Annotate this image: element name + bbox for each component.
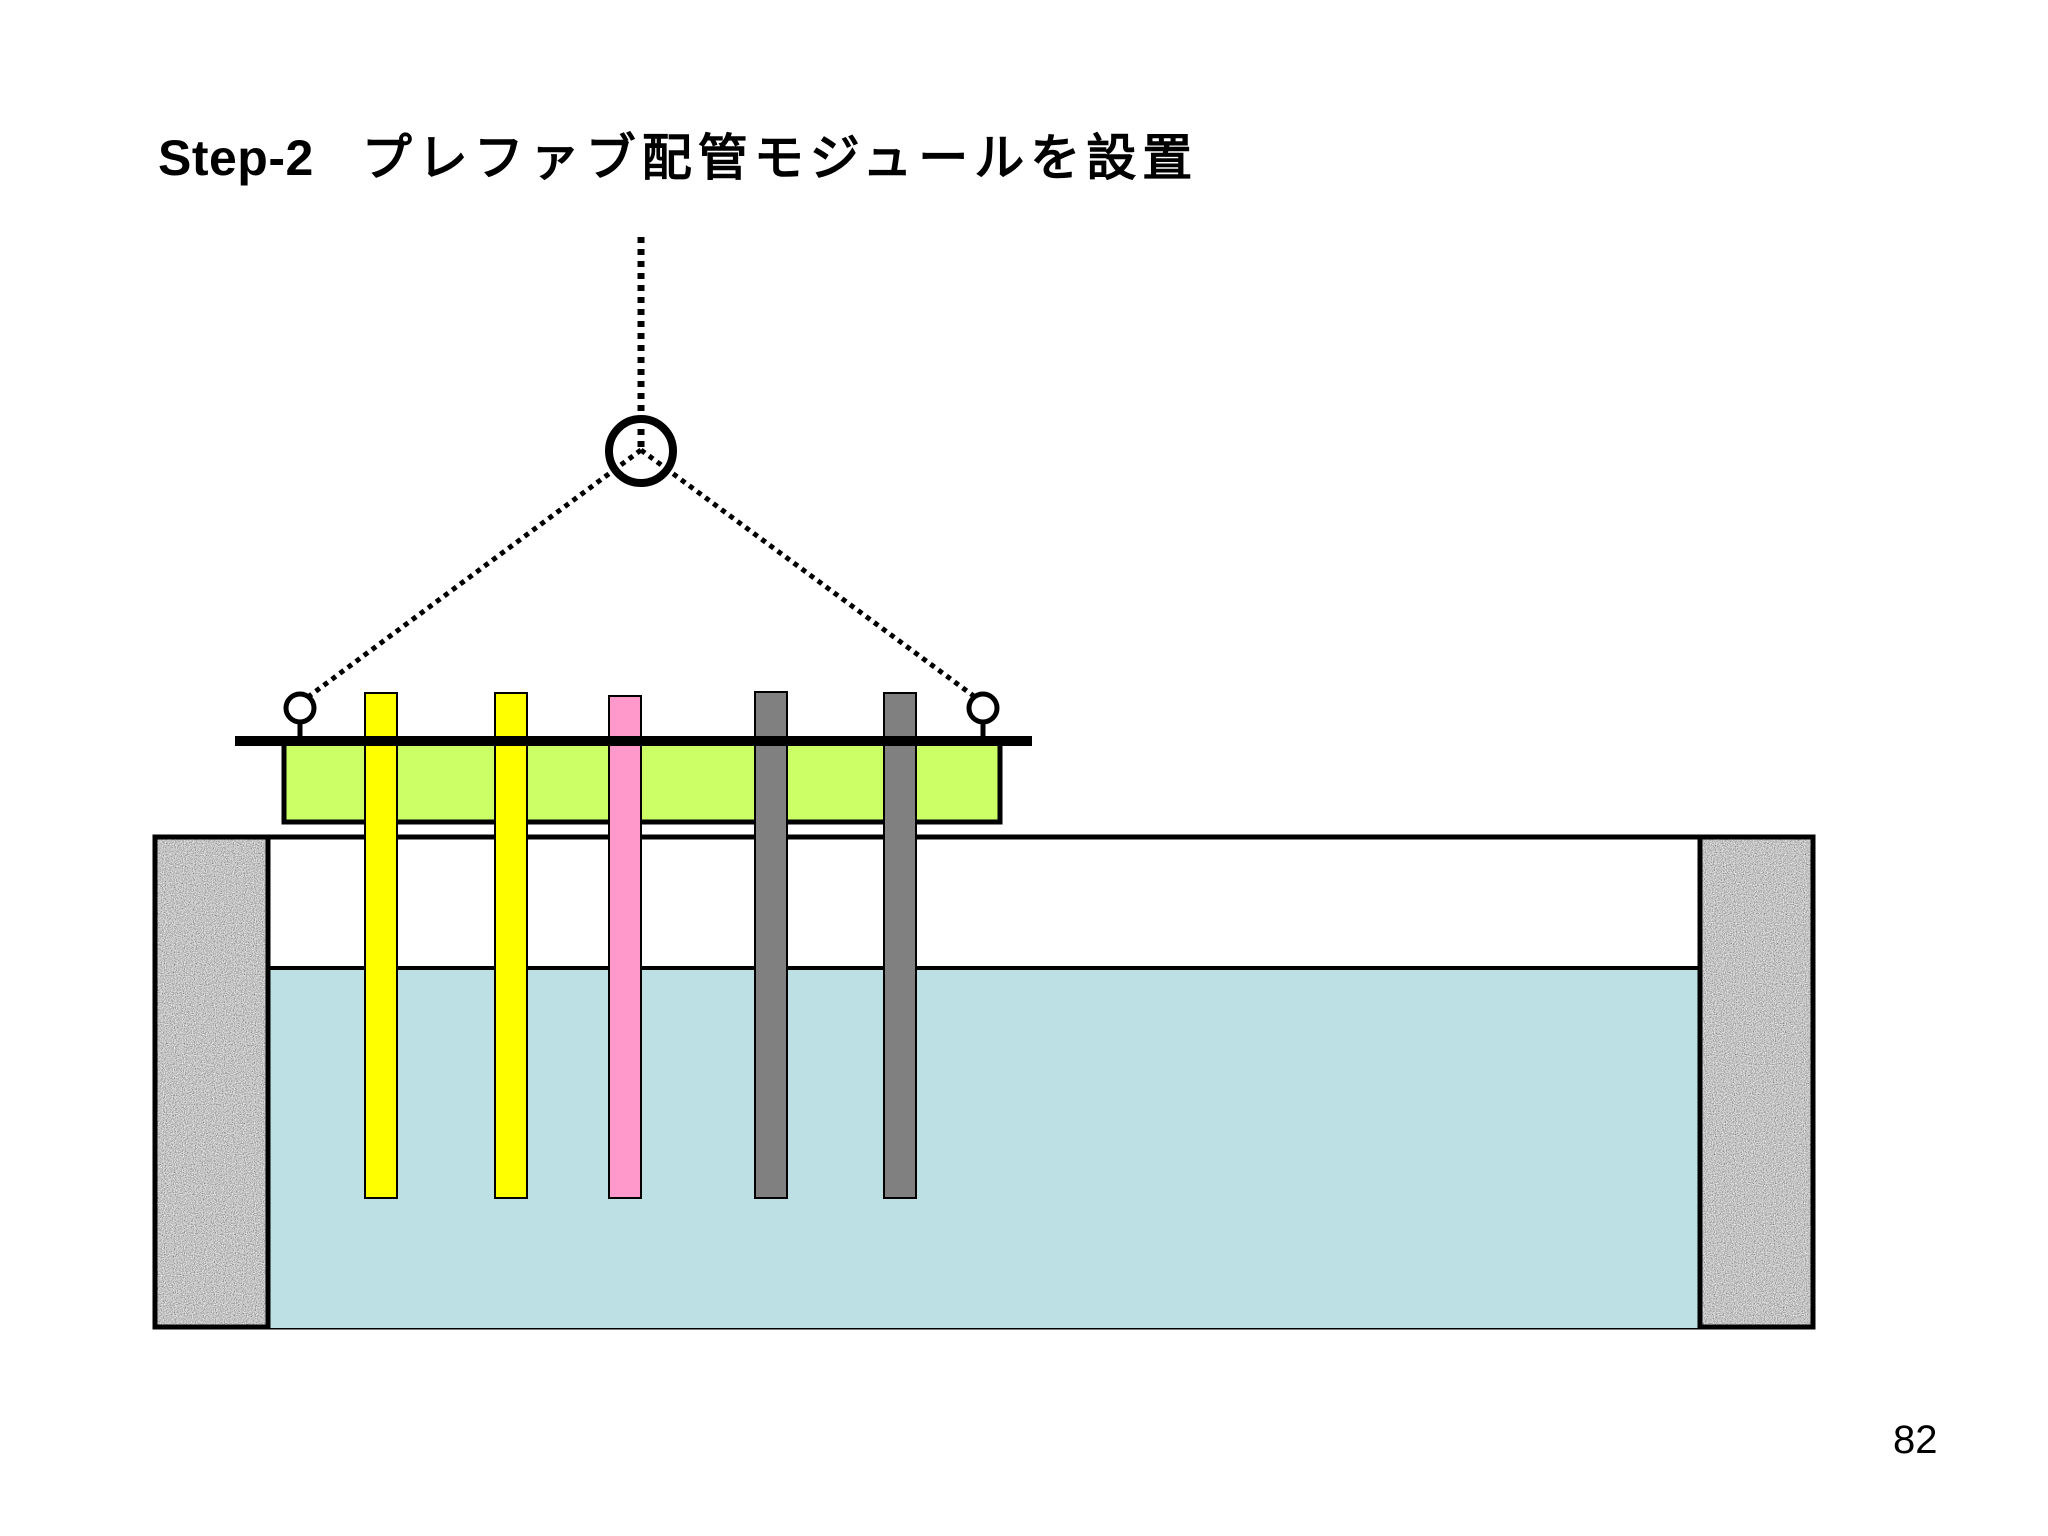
pipe-yellow-1	[364, 692, 398, 1199]
right-sling	[639, 447, 977, 700]
water-body	[268, 968, 1700, 1328]
step-label: Step-2	[158, 130, 314, 186]
crane-hook-ring	[605, 415, 677, 487]
title-text: プレファブ配管モジュールを設置	[361, 130, 1199, 186]
right-concrete-wall	[1700, 837, 1813, 1327]
pipe-gray-1	[754, 691, 788, 1199]
pipe-pink	[608, 695, 642, 1199]
left-concrete-wall-outline	[152, 834, 271, 1330]
page-number: 82	[1893, 1418, 1938, 1462]
pipe-gray-2	[883, 692, 917, 1199]
left-concrete-wall	[155, 837, 268, 1327]
right-lifting-lug	[966, 691, 1000, 725]
left-lifting-lug	[283, 691, 317, 725]
slide-title: Step-2 プレファブ配管モジュールを設置	[158, 118, 1198, 190]
left-sling	[306, 447, 643, 700]
pipe-yellow-2	[494, 692, 528, 1199]
right-concrete-wall-outline	[1697, 834, 1816, 1330]
